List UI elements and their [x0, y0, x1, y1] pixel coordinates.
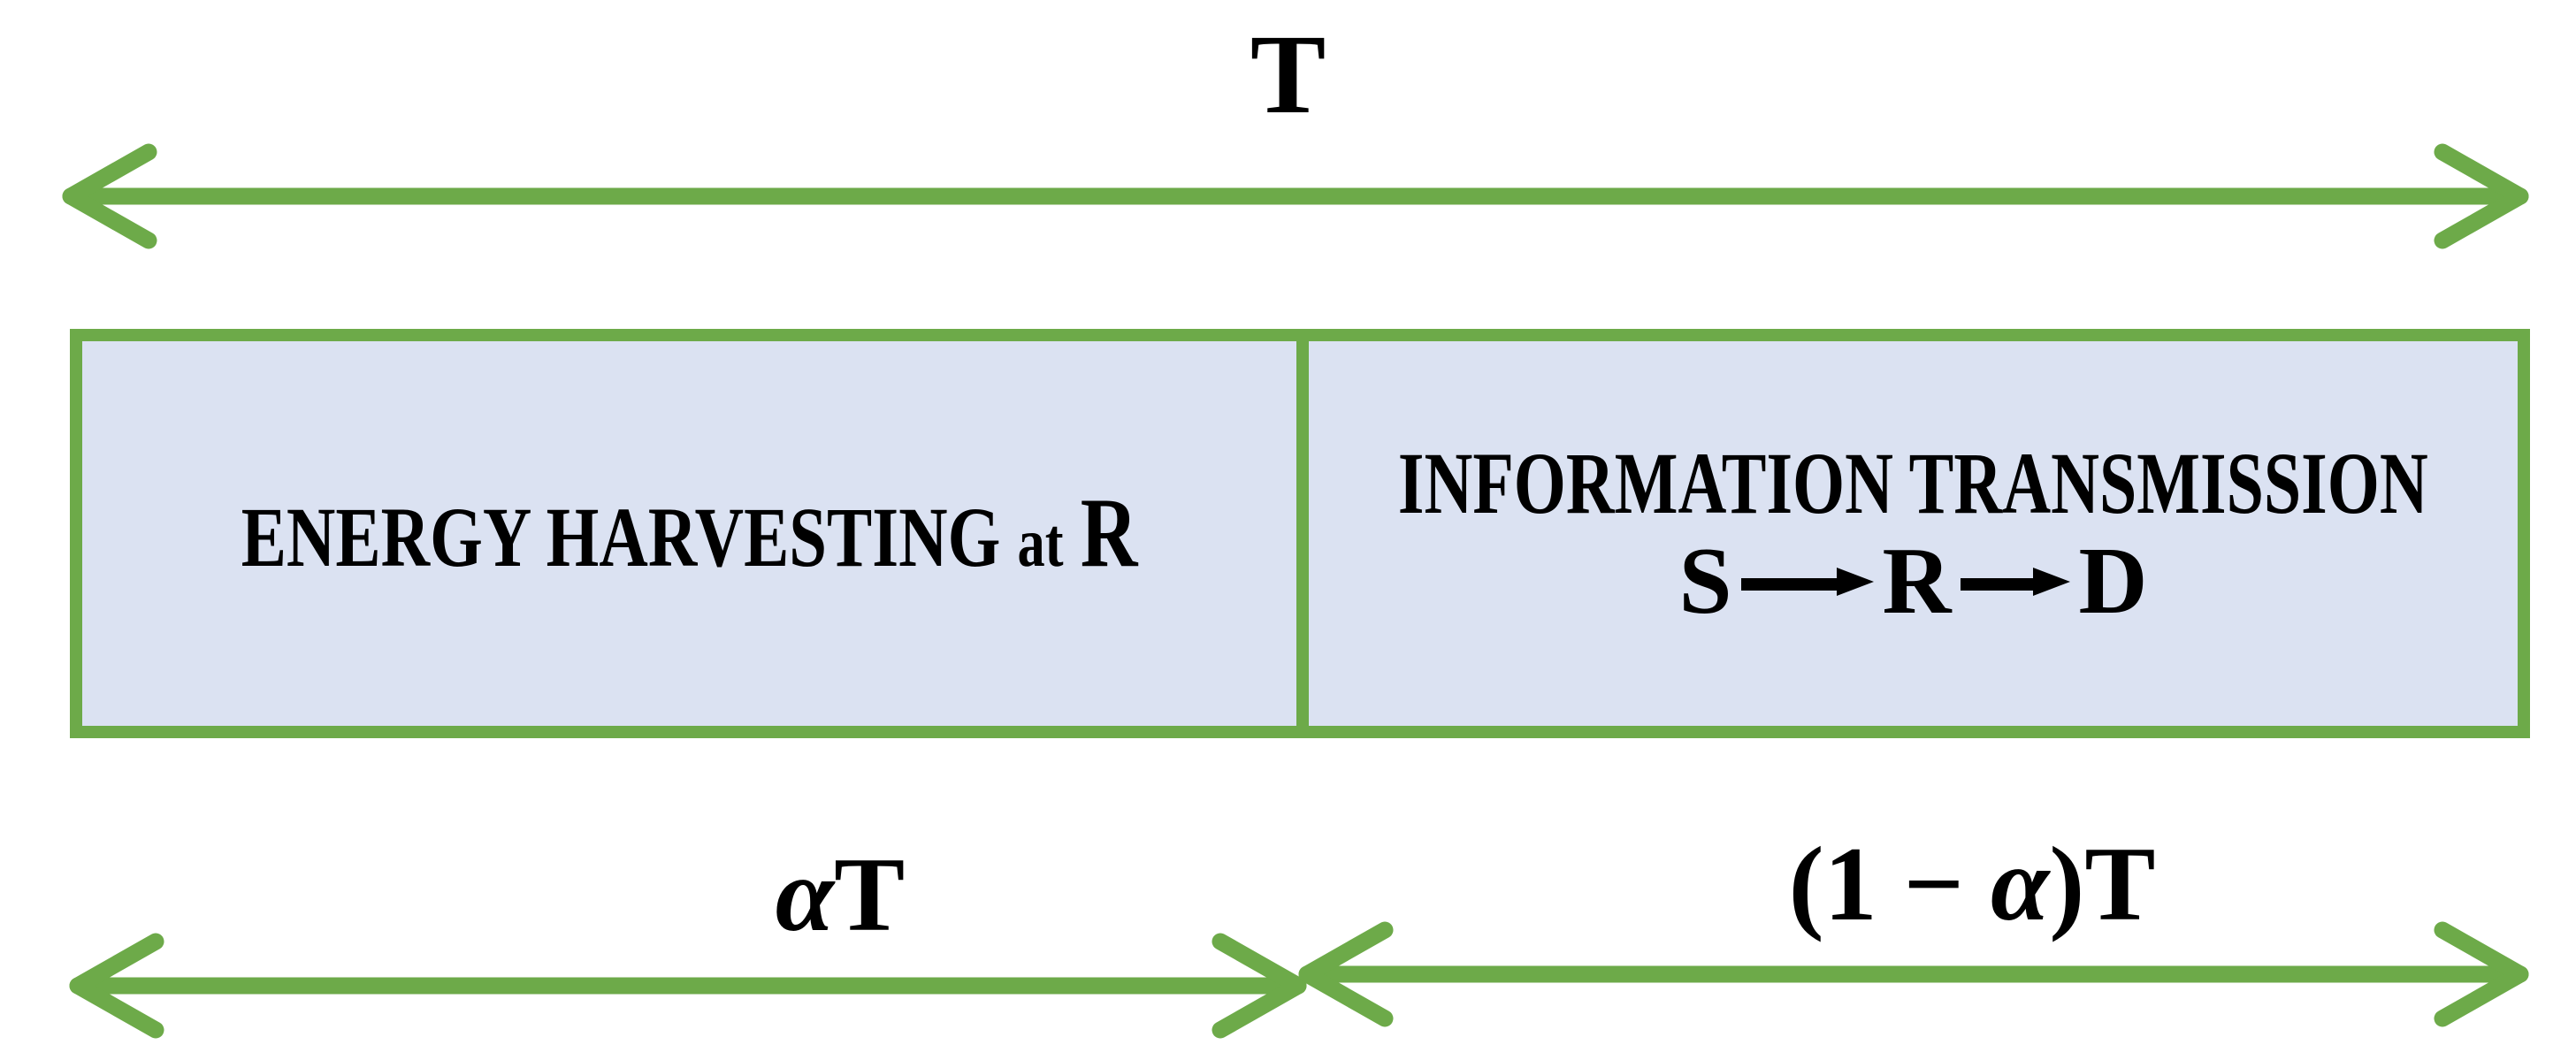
alpha-symbol-right: α [1990, 825, 2050, 942]
time-slot-bar: ENERGY HARVESTING at R INFORMATION TRANS… [70, 329, 2530, 738]
transmission-chain: S R D [1678, 528, 2148, 634]
total-arrow-head-right [2434, 143, 2529, 249]
one-minus-alpha-suffix: )T [2049, 825, 2156, 942]
alpha-symbol: α [775, 835, 835, 953]
alpha-duration-arrow-head-right [1212, 933, 1307, 1039]
remaining-duration-arrow-head-left [1298, 921, 1394, 1027]
block-energy-harvesting[interactable]: ENERGY HARVESTING at R [82, 341, 1296, 726]
information-transmission-duration-label: (1 − α)T [1503, 831, 2441, 937]
chain-arrow-relay-to-destination-icon [1960, 567, 2070, 596]
chain-arrow-source-to-relay-icon [1740, 567, 1874, 596]
alpha-duration-suffix: T [834, 835, 906, 953]
energy-harvesting-connector-text: at [1017, 504, 1064, 582]
block-divider [1296, 341, 1309, 726]
block-information-transmission[interactable]: INFORMATION TRANSMISSION S R D [1309, 341, 2518, 726]
segment-duration-arrows [69, 921, 2529, 1039]
alpha-duration-arrow-head-left [69, 933, 164, 1039]
energy-harvesting-main-text: ENERGY HARVESTING [241, 490, 1001, 585]
energy-harvesting-duration-label: αT [566, 842, 1114, 948]
total-arrow-head-left [62, 143, 157, 249]
one-minus-alpha-prefix: (1 − [1788, 825, 1991, 942]
total-duration-label: T [1250, 11, 1326, 137]
chain-node-destination: D [2078, 528, 2148, 634]
chain-node-relay: R [1882, 528, 1952, 634]
remaining-duration-arrow-head-right [2434, 921, 2529, 1027]
information-transmission-label: INFORMATION TRANSMISSION [1398, 433, 2428, 532]
energy-harvesting-relay-node: R [1080, 478, 1138, 589]
energy-harvesting-label: ENERGY HARVESTING at R [241, 483, 1138, 583]
chain-node-source: S [1678, 528, 1732, 634]
total-duration-arrow [62, 143, 2529, 249]
